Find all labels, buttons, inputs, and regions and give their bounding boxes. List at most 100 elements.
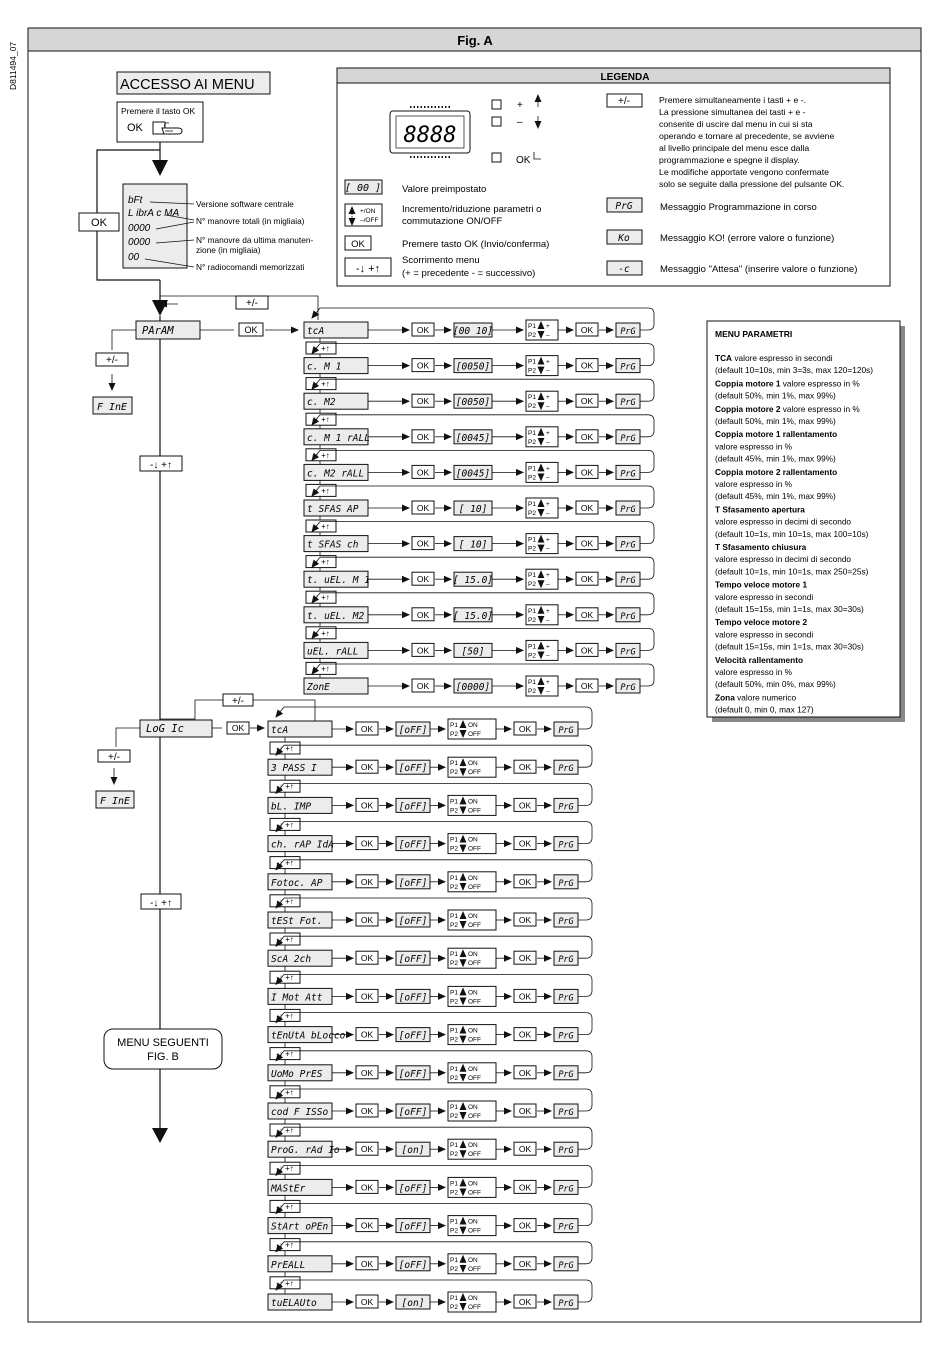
logic-confirm-key — [513, 1027, 537, 1042]
svg-text:P1: P1 — [450, 913, 458, 920]
legend-incr-desc-0: Incremento/riduzione parametri o — [402, 204, 541, 215]
svg-text:OK: OK — [581, 432, 594, 442]
next-menu-line-1: MENU SEGUENTI — [117, 1037, 209, 1049]
logic-confirm-key — [513, 797, 537, 812]
param-value: [0045] — [456, 468, 490, 479]
svg-text:OK: OK — [519, 1221, 532, 1231]
svg-text:-↓ +↑: -↓ +↑ — [276, 820, 294, 829]
svg-text:[ 00 ]: [ 00 ] — [345, 183, 381, 194]
info-entry-line: valore espresso in secondi — [715, 629, 813, 639]
figure-title: Fig. A — [457, 33, 493, 48]
display-line-2: L ibrA c MA — [128, 208, 179, 219]
svg-text:P2: P2 — [450, 731, 458, 738]
svg-text:-↓ +↑: -↓ +↑ — [276, 1164, 294, 1173]
svg-text:OK: OK — [519, 1144, 532, 1154]
legend-title: LEGENDA — [601, 72, 650, 83]
next-menu-box — [103, 1028, 223, 1070]
legend-prg-desc: Messaggio Programmazione in corso — [660, 202, 817, 213]
info-entry-heading: Coppia motore 2 valore espresso in % — [715, 404, 860, 414]
svg-text:P1: P1 — [450, 837, 458, 844]
param-code: c. M 1 rALL — [307, 433, 370, 444]
svg-text:+: + — [517, 100, 523, 111]
svg-text:OK: OK — [519, 1297, 532, 1307]
svg-text:P1: P1 — [450, 951, 458, 958]
svg-text:PrG: PrG — [558, 726, 573, 736]
info-entry-line: valore espresso in decimi di secondo — [715, 554, 851, 564]
svg-text:P2: P2 — [528, 510, 536, 517]
press-ok-label: Premere il tasto OK — [121, 106, 195, 116]
svg-text:PrG: PrG — [558, 993, 573, 1003]
svg-text:-↓ +↑: -↓ +↑ — [276, 973, 294, 982]
logic-confirm-key — [513, 1256, 537, 1271]
logic-value: [oFF] — [399, 916, 428, 927]
svg-text:OK: OK — [361, 1259, 374, 1269]
logic-ok-key — [355, 950, 379, 965]
logic-code: Fotoc. AP — [271, 878, 323, 889]
info-entry-line: valore espresso in decimi di secondo — [715, 517, 851, 527]
svg-text:P1: P1 — [528, 643, 536, 650]
legend-plusminus-desc-0: Premere simultaneamente i tasti + e -. — [659, 95, 806, 105]
svg-text:ON: ON — [468, 1142, 478, 1149]
svg-text:Ko: Ko — [617, 233, 630, 244]
param-ok-key — [411, 607, 435, 622]
logic-ok-key — [355, 1027, 379, 1042]
svg-text:OK: OK — [361, 1030, 374, 1040]
svg-text:–: – — [546, 368, 550, 375]
svg-text:ON: ON — [468, 760, 478, 767]
svg-text:PrG: PrG — [615, 201, 632, 212]
svg-text:-↓ +↑: -↓ +↑ — [312, 522, 330, 531]
param-code: c. M2 rALL — [307, 468, 364, 479]
svg-text:P1: P1 — [528, 537, 536, 544]
logic-value: [oFF] — [399, 954, 428, 965]
info-entry-heading: Coppia motore 1 rallentamento — [715, 429, 837, 439]
svg-text:ON: ON — [468, 951, 478, 958]
svg-text:+: + — [546, 608, 550, 615]
svg-text:PrG: PrG — [620, 612, 635, 622]
svg-text:OK: OK — [581, 574, 594, 584]
param-code: c. M2 — [307, 397, 336, 408]
svg-text:-↓ +↑: -↓ +↑ — [312, 415, 330, 424]
info-entry-line: valore espresso in secondi — [715, 592, 813, 602]
svg-text:OK: OK — [361, 762, 374, 772]
logic-ok-key — [355, 1065, 379, 1080]
svg-text:P1: P1 — [528, 679, 536, 686]
svg-text:P2: P2 — [450, 998, 458, 1005]
legend-plusminus-desc-3: operando e tornare al precedente, se avv… — [659, 131, 834, 141]
svg-text:PrG: PrG — [558, 1032, 573, 1042]
legend-minus-key-icon — [491, 116, 502, 127]
svg-text:P2: P2 — [450, 1228, 458, 1235]
svg-text:P1: P1 — [528, 608, 536, 615]
svg-text:P2: P2 — [450, 1113, 458, 1120]
svg-text:PrG: PrG — [558, 1070, 573, 1080]
param-value: [ 10] — [459, 504, 488, 515]
param-ok-key — [411, 536, 435, 551]
svg-text:ON: ON — [468, 1066, 478, 1073]
svg-text:OK: OK — [361, 1106, 374, 1116]
svg-text:–: – — [546, 439, 550, 446]
param-code: tcA — [307, 326, 324, 337]
svg-text:OK: OK — [581, 681, 594, 691]
svg-text:OK: OK — [519, 1259, 532, 1269]
param-ok-key — [411, 358, 435, 373]
logic-confirm-key — [513, 1065, 537, 1080]
svg-text:OFF: OFF — [468, 1151, 481, 1158]
svg-text:ON: ON — [468, 875, 478, 882]
logic-code: tuELAUto — [271, 1298, 317, 1309]
info-entry-line: valore espresso in % — [715, 479, 793, 489]
svg-text:PrG: PrG — [558, 955, 573, 965]
param-menu-name: PArAM — [142, 325, 174, 337]
ok-loop-key — [78, 212, 120, 232]
logic-ok-key — [355, 1256, 379, 1271]
svg-text:-↓ +↑: -↓ +↑ — [312, 380, 330, 389]
legend-preset-desc: Valore preimpostato — [402, 184, 486, 195]
svg-text:OFF: OFF — [468, 998, 481, 1005]
logic-ok-key — [355, 874, 379, 889]
svg-text:P1: P1 — [528, 323, 536, 330]
param-confirm-key — [575, 464, 599, 479]
logic-code: bL. IMP — [271, 801, 311, 812]
svg-text:P2: P2 — [528, 368, 536, 375]
